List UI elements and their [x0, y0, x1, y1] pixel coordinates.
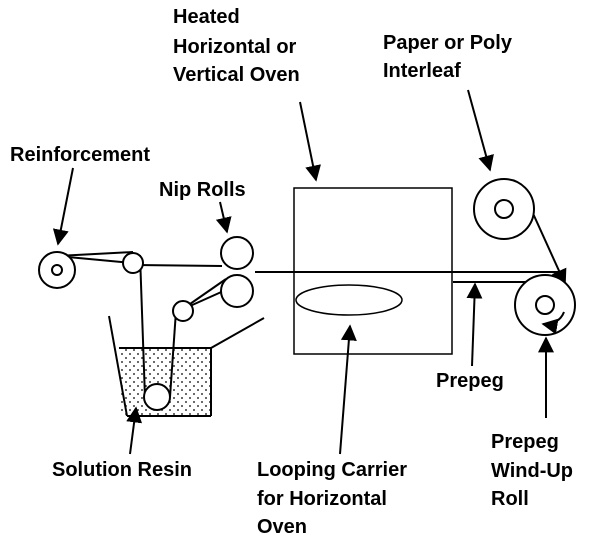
nip-roll-bottom: [220, 274, 254, 308]
leader-arrows: [52, 89, 554, 455]
looping-carrier: [295, 284, 403, 316]
interleaf-label: Paper or Poly Interleaf: [383, 32, 518, 82]
windup-roll: [514, 274, 576, 336]
guide-roller-tank: [143, 383, 171, 411]
nip-roll-top: [220, 236, 254, 270]
interleaf-roll: [473, 178, 535, 240]
looping-carrier-label: Looping Carrier for Horizontal Oven: [257, 459, 413, 538]
guide-roller-small: [172, 300, 194, 322]
rotation-arrow: [541, 311, 565, 335]
reinforcement-roll: [38, 251, 76, 289]
solution-resin-label: Solution Resin: [52, 459, 192, 481]
oven-label: Heated Horizontal or Vertical Oven: [173, 6, 302, 86]
tank-wall-left: [108, 315, 128, 417]
reinforcement-label: Reinforcement: [10, 144, 150, 166]
windup-roll-label: Prepeg Wind-Up Roll: [491, 431, 579, 510]
guide-roller-top: [122, 252, 144, 274]
resin-tank: [108, 315, 265, 417]
nip-rolls-label: Nip Rolls: [159, 179, 246, 201]
tank-lip: [210, 317, 265, 349]
prepeg-label: Prepeg: [436, 370, 504, 392]
